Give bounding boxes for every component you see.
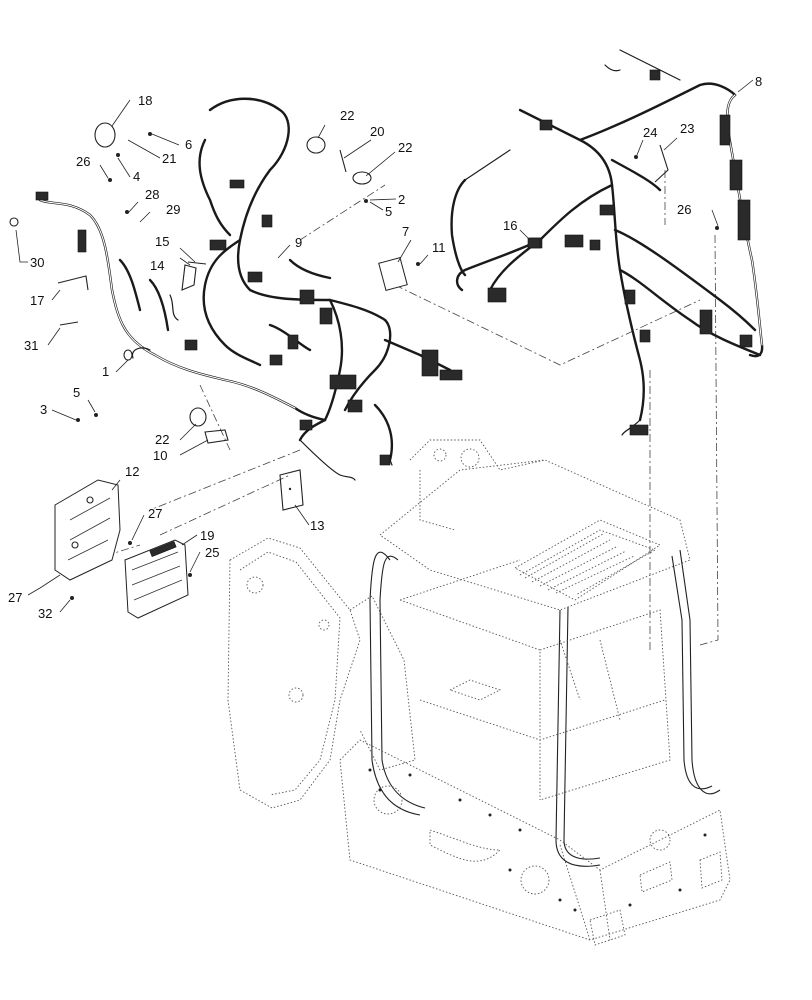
callout-24: 24 <box>643 125 657 140</box>
callout-2: 2 <box>398 192 405 207</box>
callout-22-bottom: 22 <box>155 432 169 447</box>
callout-15: 15 <box>155 234 169 249</box>
callout-9: 9 <box>295 235 302 250</box>
callout-5-right: 5 <box>385 204 392 219</box>
callout-8: 8 <box>755 74 762 89</box>
small-parts <box>9 122 719 619</box>
callout-labels: 18 6 21 26 4 28 29 15 14 30 17 31 1 5 3 … <box>8 74 762 621</box>
alignment-lines <box>59 170 719 650</box>
cab-harness <box>450 49 764 436</box>
callout-19: 19 <box>200 528 214 543</box>
callout-22-top-left: 22 <box>340 108 354 123</box>
callout-3: 3 <box>40 402 47 417</box>
callout-32: 32 <box>38 606 52 621</box>
callout-6: 6 <box>185 137 192 152</box>
callout-18: 18 <box>138 93 152 108</box>
callout-28: 28 <box>145 187 159 202</box>
callout-22-top-right: 22 <box>398 140 412 155</box>
cab-frame <box>227 439 731 946</box>
callout-30: 30 <box>30 255 44 270</box>
callout-31: 31 <box>24 338 38 353</box>
callout-27-left: 27 <box>8 590 22 605</box>
callout-26-left: 26 <box>76 154 90 169</box>
callout-23: 23 <box>680 121 694 136</box>
callout-12: 12 <box>125 464 139 479</box>
callout-14: 14 <box>150 258 164 273</box>
callout-10: 10 <box>153 448 167 463</box>
callout-1: 1 <box>102 364 109 379</box>
callout-26-right: 26 <box>677 202 691 217</box>
callout-5-left: 5 <box>73 385 80 400</box>
callout-17: 17 <box>30 293 44 308</box>
leader-lines <box>15 79 754 613</box>
callout-27-right: 27 <box>148 506 162 521</box>
callout-25: 25 <box>205 545 219 560</box>
callout-7: 7 <box>402 224 409 239</box>
callout-13: 13 <box>310 518 324 533</box>
callout-4: 4 <box>133 169 140 184</box>
callout-29: 29 <box>166 202 180 217</box>
callout-21: 21 <box>162 151 176 166</box>
callout-20: 20 <box>370 124 384 139</box>
callout-11: 11 <box>432 240 446 255</box>
callout-16: 16 <box>503 218 517 233</box>
main-harness <box>35 97 463 481</box>
